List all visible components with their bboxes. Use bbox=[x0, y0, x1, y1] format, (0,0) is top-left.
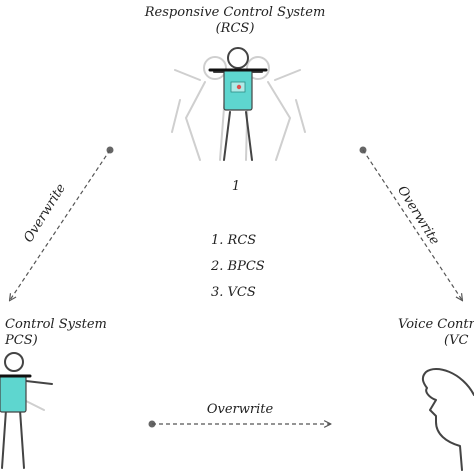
bpcs-abbrev: PCS) bbox=[5, 333, 38, 348]
list-item-bpcs: 2. BPCS bbox=[211, 259, 265, 274]
edge-label-bottom: Overwrite bbox=[206, 402, 274, 417]
bpcs-title: Control System bbox=[5, 317, 107, 332]
node-number: 1 bbox=[231, 179, 241, 194]
rcs-vest-button bbox=[236, 84, 242, 90]
list-item-vcs: 3. VCS bbox=[211, 285, 256, 300]
list-item-rcs: 1. RCS bbox=[211, 233, 257, 248]
vcs-head-profile bbox=[421, 368, 474, 471]
rcs-abbrev: (RCS) bbox=[215, 21, 255, 36]
vcs-abbrev: (VC bbox=[444, 333, 469, 348]
rcs-title: Responsive Control System bbox=[144, 5, 326, 20]
arrow-right bbox=[362, 149, 462, 300]
bpcs-ghost-arm bbox=[23, 399, 45, 411]
bpcs-vest bbox=[0, 375, 27, 413]
vcs-title: Voice Contr bbox=[398, 317, 474, 332]
arrow-left bbox=[10, 149, 111, 300]
